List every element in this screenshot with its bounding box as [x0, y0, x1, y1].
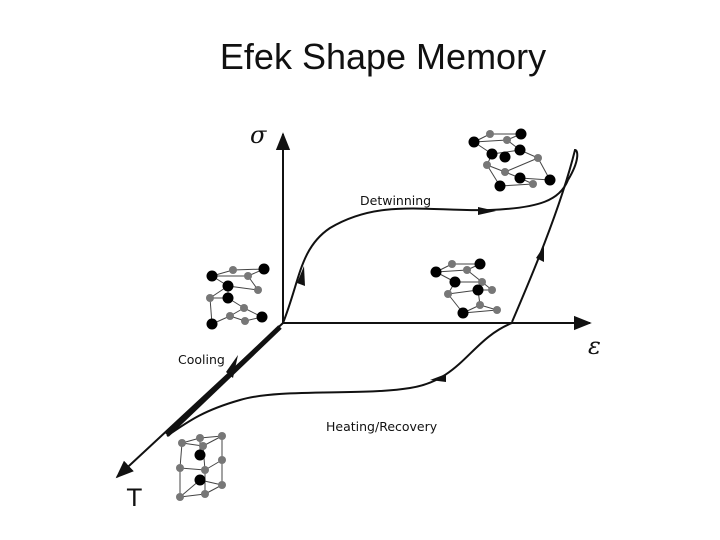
heating-arrow [430, 374, 446, 382]
lattice-twinned-right [430, 258, 501, 319]
detwinning-arrow-2 [478, 207, 496, 215]
cooling-label: Cooling [178, 352, 225, 367]
heating-recovery-curve [166, 322, 513, 437]
unloading-line [511, 148, 579, 323]
detwinning-arrow-1 [297, 266, 305, 286]
cooling-arrow [226, 355, 238, 378]
temperature-axis-label: T [126, 484, 142, 512]
detwinning-curve [282, 179, 569, 324]
diagram-title: Efek Shape Memory [219, 36, 547, 77]
heating-recovery-label: Heating/Recovery [326, 419, 438, 434]
detwinning-label: Detwinning [360, 193, 431, 208]
lattice-detwinned [468, 128, 556, 192]
strain-axis-label: ε [588, 332, 601, 360]
lattice-twinned-left [206, 263, 270, 330]
stress-axis-label: σ [250, 121, 267, 149]
lattice-austenite [176, 432, 226, 501]
cooling-path [165, 325, 282, 437]
unloading-arrow [536, 246, 544, 262]
